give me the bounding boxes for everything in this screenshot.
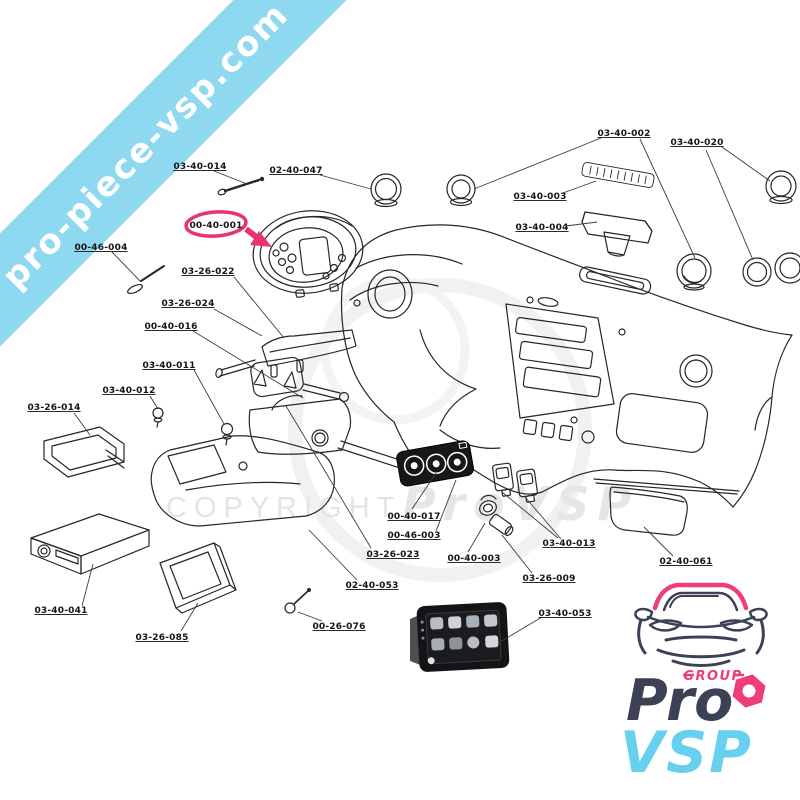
part-label-00-26-076[interactable]: 00-26-076	[312, 622, 365, 632]
screw-part-small	[152, 407, 164, 428]
part-label-03-40-013[interactable]: 03-40-013	[542, 539, 595, 549]
part-label-03-26-023[interactable]: 03-26-023	[366, 550, 419, 560]
lever-stalk-part	[127, 265, 165, 295]
part-labels: 03-40-014 02-40-047 00-46-004 03-26-022 …	[27, 129, 723, 643]
logo-group-text: GROUP	[683, 669, 742, 684]
right-vent-pair-part	[742, 252, 800, 287]
logo-car-icon	[634, 582, 768, 667]
part-label-03-26-085[interactable]: 03-26-085	[135, 633, 188, 643]
center-stack	[505, 303, 615, 419]
part-label-03-40-020[interactable]: 03-40-020	[670, 138, 723, 148]
part-label-03-26-014[interactable]: 03-26-014	[27, 403, 80, 413]
display-screen-part	[159, 542, 237, 614]
part-label-00-46-003[interactable]: 00-46-003	[387, 531, 440, 541]
column-upper-shroud-part	[261, 329, 357, 378]
watermark-copyright-text: COPYRIGHT	[166, 492, 401, 524]
part-label-03-40-041[interactable]: 03-40-041	[34, 606, 87, 616]
defroster-vent-slot	[579, 266, 652, 295]
right-vent-knob-part	[765, 170, 797, 205]
part-label-00-46-004[interactable]: 00-46-004	[74, 243, 127, 253]
logo-headlight-left	[648, 619, 683, 632]
provsp-logo: GROUP Pro VSP	[620, 582, 768, 786]
center-vent-part	[676, 253, 712, 291]
part-label-00-40-003[interactable]: 00-40-003	[447, 554, 500, 564]
heater-control-part	[396, 440, 474, 487]
part-label-02-40-053[interactable]: 02-40-053	[345, 581, 398, 591]
part-label-03-26-009[interactable]: 03-26-009	[522, 574, 575, 584]
part-label-00-40-017[interactable]: 00-40-017	[387, 512, 440, 522]
column-switch-part	[215, 356, 350, 403]
dashboard-art	[340, 224, 793, 508]
leader-lines	[73, 137, 771, 643]
part-label-03-40-053[interactable]: 03-40-053	[538, 609, 591, 619]
logo-vsp-text: VSP	[620, 720, 753, 786]
part-label-02-40-061[interactable]: 02-40-061	[659, 557, 712, 567]
part-label-00-40-001[interactable]: 00-40-001	[189, 221, 242, 231]
part-label-03-40-004[interactable]: 03-40-004	[515, 223, 568, 233]
part-label-03-40-012[interactable]: 03-40-012	[102, 386, 155, 396]
cluster-bezel-part	[370, 173, 402, 208]
part-label-00-40-016[interactable]: 00-40-016	[144, 322, 197, 332]
right-dash-vent	[679, 354, 713, 388]
part-label-03-40-011[interactable]: 03-40-011	[142, 361, 195, 371]
highlight-arrow-head	[250, 231, 272, 247]
lighter-socket-part	[479, 494, 514, 537]
part-label-02-40-047[interactable]: 02-40-047	[269, 166, 322, 176]
part-label-03-26-024[interactable]: 03-26-024	[161, 299, 214, 309]
glovebox-trim	[615, 393, 709, 453]
instrument-cluster-part	[252, 210, 364, 298]
highlighted-part-callout: 00-40-001	[184, 210, 272, 247]
watermark-provsp-text: ProVSP	[402, 477, 639, 531]
screw-pin-part	[284, 587, 312, 614]
antenna-part	[217, 176, 265, 196]
part-label-03-40-002[interactable]: 03-40-002	[597, 129, 650, 139]
switch-parts	[492, 462, 538, 503]
banner-url-text: pro-piece-vsp.com	[0, 0, 297, 297]
logo-headlight-right	[719, 619, 754, 632]
left-vent-knob-part	[446, 174, 476, 207]
highlight-ellipse	[184, 210, 248, 238]
air-duct-part	[581, 211, 653, 257]
screw-part-medium	[220, 422, 234, 446]
radio-pocket-part	[43, 426, 125, 478]
banner-stripe	[0, 0, 425, 425]
logo-pro-text: Pro	[626, 668, 733, 734]
car-radio-part	[30, 513, 150, 575]
cluster-opening	[367, 269, 413, 319]
watermark-rings	[288, 275, 592, 582]
touchscreen-part	[410, 602, 510, 672]
glovebox-lining-part	[593, 478, 740, 536]
part-label-03-40-003[interactable]: 03-40-003	[513, 192, 566, 202]
part-label-03-26-022[interactable]: 03-26-022	[181, 267, 234, 277]
vent-grille-part	[581, 162, 655, 188]
logo-hex-nut-icon	[732, 674, 766, 708]
part-label-03-40-014[interactable]: 03-40-014	[173, 162, 226, 172]
